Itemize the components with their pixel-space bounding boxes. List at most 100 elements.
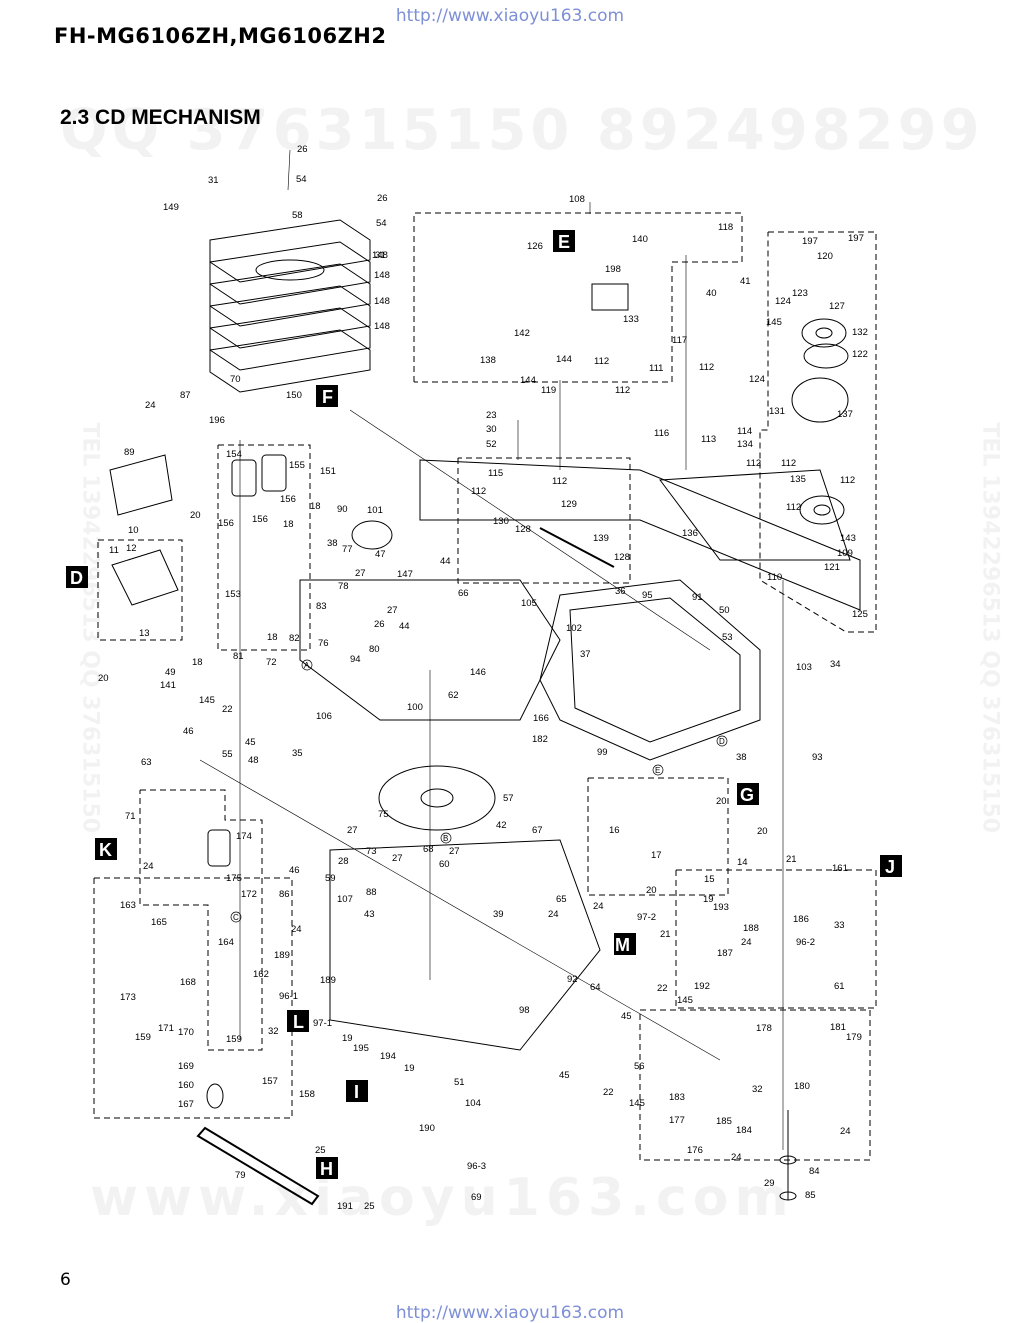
svg-text:18: 18 — [283, 519, 294, 530]
svg-text:30: 30 — [486, 424, 497, 435]
svg-text:149: 149 — [163, 202, 179, 213]
callout-G: G — [737, 783, 759, 805]
svg-text:45: 45 — [559, 1070, 570, 1081]
belt-167 — [206, 1083, 224, 1109]
leader-lines — [199, 149, 784, 1150]
board-12 — [111, 549, 179, 606]
svg-text:78: 78 — [338, 581, 349, 592]
lead-screw-139 — [539, 527, 615, 568]
svg-text:68: 68 — [423, 844, 434, 855]
group-158-box — [93, 877, 293, 1119]
svg-text:104: 104 — [465, 1098, 481, 1109]
svg-text:173: 173 — [120, 992, 136, 1003]
svg-text:180: 180 — [794, 1081, 810, 1092]
svg-text:156: 156 — [218, 518, 234, 529]
svg-text:112: 112 — [471, 486, 486, 497]
svg-text:46: 46 — [289, 865, 300, 876]
svg-text:66: 66 — [458, 588, 469, 599]
svg-text:135: 135 — [790, 474, 806, 485]
header-url[interactable]: http://www.xiaoyu163.com — [395, 6, 625, 26]
svg-text:145: 145 — [766, 317, 782, 328]
svg-text:151: 151 — [320, 466, 336, 477]
svg-text:184: 184 — [736, 1125, 752, 1136]
svg-text:118: 118 — [718, 222, 733, 233]
svg-text:E: E — [558, 232, 570, 252]
svg-text:96-2: 96-2 — [796, 937, 815, 948]
svg-text:15: 15 — [704, 874, 715, 885]
svg-text:150: 150 — [286, 390, 302, 401]
svg-text:31: 31 — [375, 250, 386, 261]
svg-text:145: 145 — [629, 1098, 645, 1109]
svg-text:175: 175 — [226, 873, 242, 884]
group-k-box — [139, 789, 263, 1051]
svg-text:40: 40 — [706, 288, 717, 299]
svg-text:94: 94 — [350, 654, 361, 665]
svg-text:36: 36 — [615, 586, 626, 597]
svg-text:116: 116 — [654, 428, 669, 439]
svg-text:67: 67 — [532, 825, 543, 836]
svg-text:24: 24 — [548, 909, 559, 920]
svg-text:G: G — [740, 785, 754, 805]
svg-text:22: 22 — [657, 983, 668, 994]
svg-text:J: J — [885, 857, 895, 877]
svg-text:112: 112 — [552, 476, 567, 487]
svg-text:18: 18 — [192, 657, 203, 668]
svg-text:164: 164 — [218, 937, 234, 948]
svg-text:144: 144 — [556, 354, 572, 365]
section-title: 2.3 CD MECHANISM — [60, 106, 261, 129]
footer-url[interactable]: http://www.xiaoyu163.com — [395, 1303, 625, 1323]
svg-text:63: 63 — [141, 757, 152, 768]
group-boundaries — [93, 212, 877, 1161]
svg-text:46: 46 — [183, 726, 194, 737]
svg-text:54: 54 — [296, 174, 307, 185]
svg-text:24: 24 — [731, 1152, 742, 1163]
svg-text:70: 70 — [230, 374, 241, 385]
group-e-box — [413, 212, 743, 383]
svg-text:187: 187 — [717, 948, 733, 959]
svg-text:108: 108 — [569, 194, 585, 205]
callout-J: J — [880, 855, 902, 877]
svg-text:25: 25 — [315, 1145, 326, 1156]
svg-text:197: 197 — [802, 236, 818, 247]
svg-text:38: 38 — [736, 752, 747, 763]
svg-text:130: 130 — [493, 516, 509, 527]
svg-text:101: 101 — [367, 505, 383, 516]
svg-text:45: 45 — [621, 1011, 632, 1022]
svg-text:117: 117 — [672, 335, 687, 346]
svg-text:25: 25 — [364, 1201, 375, 1212]
callout-I: I — [346, 1080, 368, 1102]
svg-text:20: 20 — [716, 796, 727, 807]
part-labels-middle: 57 75 27 73 68 27 60 28 59 27 88 107 43 … — [325, 793, 693, 1109]
callout-H: H — [316, 1157, 338, 1179]
svg-text:147: 147 — [397, 569, 413, 580]
main-chassis — [299, 459, 861, 1051]
svg-text:26: 26 — [377, 193, 388, 204]
svg-text:14: 14 — [737, 857, 748, 868]
callout-labels: E F D G J K M L I H — [66, 230, 902, 1179]
group-right-box — [759, 231, 877, 633]
svg-text:13: 13 — [139, 628, 150, 639]
svg-text:47: 47 — [375, 549, 386, 560]
svg-text:132: 132 — [852, 327, 868, 338]
svg-text:31: 31 — [208, 175, 219, 186]
group-130-box — [457, 457, 631, 584]
part-labels-j-group: 21 161 97-2 19 193 21 188 186 33 24 96-2… — [637, 854, 862, 1201]
group-d-box — [97, 539, 183, 641]
svg-text:83: 83 — [316, 601, 327, 612]
svg-text:156: 156 — [252, 514, 268, 525]
svg-text:84: 84 — [809, 1166, 820, 1177]
svg-text:128: 128 — [515, 524, 531, 535]
svg-text:154: 154 — [226, 449, 242, 460]
circle-ref-B: B — [440, 832, 452, 844]
shaft-85 — [779, 1110, 797, 1201]
svg-text:178: 178 — [756, 1023, 772, 1034]
svg-text:53: 53 — [722, 632, 733, 643]
svg-text:162: 162 — [253, 969, 269, 980]
group-161-box — [675, 869, 877, 1009]
svg-text:H: H — [320, 1159, 333, 1179]
svg-text:81: 81 — [233, 651, 244, 662]
svg-text:72: 72 — [266, 657, 277, 668]
svg-text:22: 22 — [222, 704, 233, 715]
svg-text:163: 163 — [120, 900, 136, 911]
svg-text:192: 192 — [694, 981, 710, 992]
